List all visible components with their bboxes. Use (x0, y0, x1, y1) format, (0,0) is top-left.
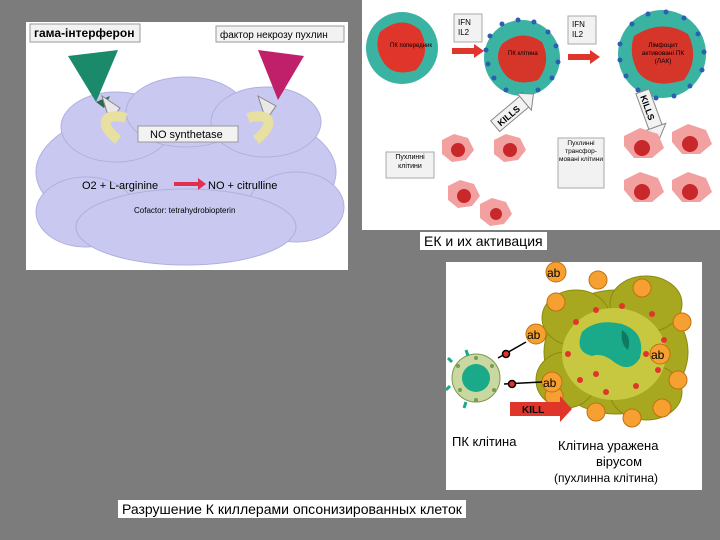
tumor-cells-box (385, 151, 435, 179)
cloud-shape (35, 76, 345, 266)
infected-caption-line3: (пухлинна клітина) (554, 471, 658, 485)
infected-caption-line2: вірусом (596, 454, 642, 469)
antibody-2: ab (525, 323, 547, 345)
adcc-diagram: ab ab ab ab (446, 262, 692, 485)
transformed-cells-box (557, 137, 605, 189)
tnf-box (215, 25, 345, 43)
curved-arrow-right-icon (246, 111, 274, 144)
ifn-il2-box-1 (453, 13, 483, 43)
ab-label-3: ab (651, 348, 665, 362)
gamma-interferon-box (29, 23, 141, 43)
ab-label-1: ab (547, 266, 561, 280)
reaction-reactants: O2 + L-arginine (82, 180, 158, 192)
tnf-label: фактор некрозу пухлин (220, 29, 328, 41)
nk-precursor-label: ПК попередник (390, 43, 432, 49)
nk-killer-cell (446, 349, 501, 409)
virus-particles (565, 303, 667, 395)
antibody-3: ab (649, 343, 671, 365)
lak-cell: Лімфоцит активовані ПК (ЛАК) (617, 9, 707, 101)
transformed-tumor-cells (624, 124, 712, 202)
cofactor-label: Cofactor: tetrahydrobiopterin (134, 206, 235, 215)
no-synthesis-diagram: гама-інтерферон фактор некрозу пухлин NO… (29, 23, 345, 266)
infected-caption-line1: Клітина уражена (558, 438, 659, 453)
nk-cell-label: ПК клітина (508, 51, 538, 57)
antibody-connectors (497, 341, 543, 389)
transformed-cells-label: Пухлинні трансфор-мовані клітини (559, 140, 603, 163)
gamma-interferon-label: гама-інтерферон (34, 26, 134, 40)
adcc-caption: Разрушение К киллерами опсонизированных … (118, 500, 466, 518)
nucleus-shade (621, 330, 630, 350)
no-synthetase-box (137, 125, 239, 143)
tumor-cells-label: Пухлинні клітини (395, 154, 425, 170)
no-synthesis-panel: гама-інтерферон фактор некрозу пухлин NO… (26, 22, 348, 270)
damaged-tumor-cells (442, 134, 526, 226)
no-synthetase-label: NO synthetase (150, 129, 223, 141)
nk-activation-caption: ЕК и их активация (420, 232, 547, 250)
ab-label-2: ab (527, 328, 541, 342)
arrow-icon-2 (568, 50, 600, 64)
arrow-icon-1 (452, 44, 484, 58)
reaction-arrow-icon (174, 178, 206, 190)
nk-precursor-cell: ПК попередник (366, 12, 438, 84)
reaction-products: NO + citrulline (208, 180, 277, 192)
ab-label-4: ab (543, 376, 557, 390)
nk-cell: ПК клітина (483, 17, 561, 98)
ifn-il2-box-2 (567, 15, 597, 45)
nk-cell-caption: ПК клітина (452, 434, 517, 449)
antibody-1: ab (545, 262, 567, 283)
lak-label: Лімфоцит активовані ПК (ЛАК) (641, 42, 685, 65)
curved-arrow-left-icon (100, 111, 128, 144)
antibody-4: ab (541, 371, 563, 393)
kill-label: KILL (522, 405, 544, 416)
kill-arrow-icon: KILL (510, 396, 572, 422)
adcc-panel: ab ab ab ab (446, 262, 702, 490)
magenta-arrow-icon (257, 50, 304, 122)
